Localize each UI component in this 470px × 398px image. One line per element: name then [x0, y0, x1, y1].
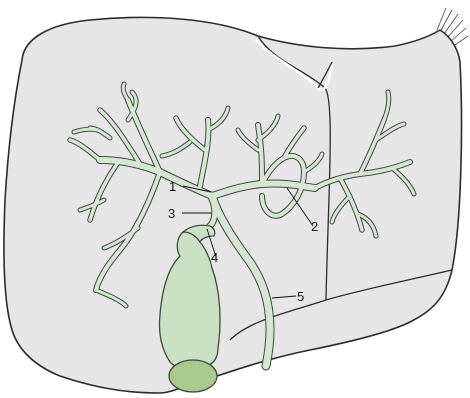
- callout-label-4: 4: [211, 250, 218, 265]
- callout-label-3: 3: [168, 206, 175, 221]
- callout-label-1: 1: [169, 179, 176, 194]
- callout-label-5: 5: [297, 289, 304, 304]
- gallbladder-fundus: [169, 360, 217, 392]
- callout-label-2: 2: [311, 219, 318, 234]
